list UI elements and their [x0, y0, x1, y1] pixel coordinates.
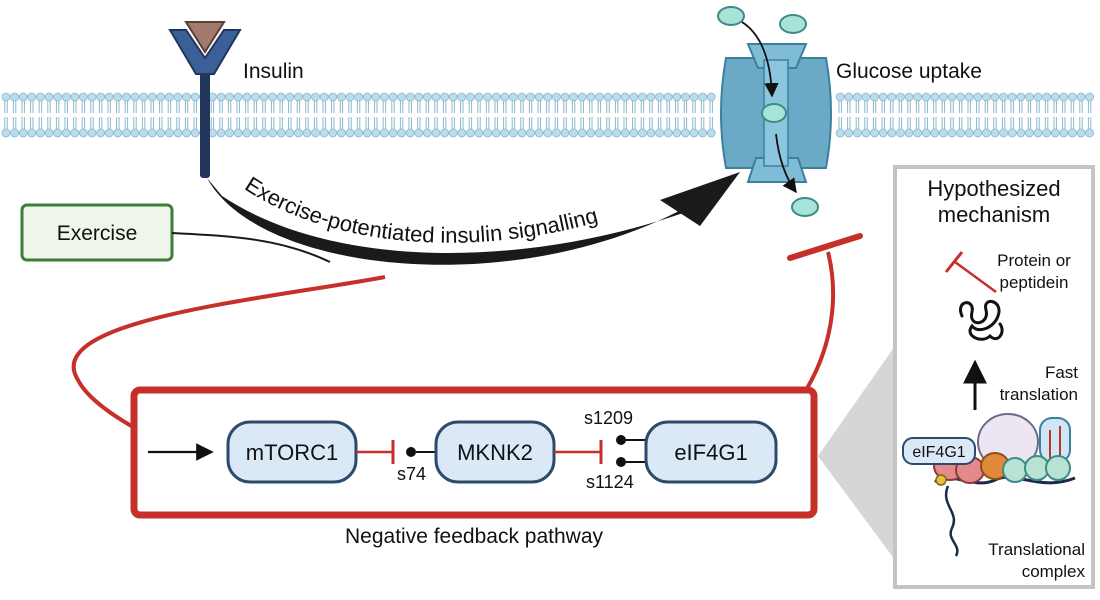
- protein-label-line2: peptidein: [999, 273, 1068, 292]
- complex-eif4g1-label: eIF4G1: [912, 444, 965, 461]
- glucose-icon: [761, 103, 787, 123]
- peptide-coil-icon: [959, 300, 1004, 341]
- mknk2-label: MKNK2: [457, 440, 533, 465]
- mechanism-title-line2: mechanism: [938, 202, 1050, 227]
- signalling-arrow-head: [660, 172, 740, 226]
- glucose-entry-arrow: [741, 21, 779, 98]
- feedback-loop-line: [71, 275, 386, 434]
- glucose-icon: [791, 197, 819, 217]
- s74-phospho-site: [406, 447, 416, 457]
- mechanism-title-line1: Hypothesized: [927, 176, 1060, 201]
- negative-feedback-label: Negative feedback pathway: [345, 525, 603, 548]
- translational-complex-icon: [902, 413, 1076, 557]
- mechanism-panel: [893, 165, 1095, 589]
- eif4g1-label: eIF4G1: [674, 440, 747, 465]
- exercise-box: [20, 203, 174, 262]
- glucose-icon: [717, 6, 745, 26]
- glucose-exit-arrow: [775, 133, 797, 194]
- peptide-inhibition-line: [954, 260, 997, 294]
- s1124-label: s1124: [586, 472, 634, 492]
- peptide-inhibition-bar: [944, 251, 964, 273]
- glucose-icon: [779, 14, 807, 34]
- glucose-uptake-label: Glucose uptake: [836, 60, 982, 83]
- zoom-wedge: [818, 346, 895, 560]
- glucose-inhibition-bar: [787, 233, 863, 261]
- s1124-phospho-site: [616, 457, 626, 467]
- mtorc1-label: mTORC1: [246, 440, 339, 465]
- complex-label-line1: Translational: [988, 540, 1085, 559]
- exercise-label: Exercise: [57, 222, 138, 245]
- fast-label-line2: translation: [1000, 385, 1078, 404]
- exercise-connector-line: [171, 232, 331, 263]
- protein-label-line1: Protein or: [997, 251, 1071, 270]
- fast-label-line1: Fast: [1045, 363, 1078, 382]
- complex-label-line2: complex: [1022, 562, 1086, 581]
- complex-eif4g1-badge: [902, 437, 976, 465]
- feedback-inhibition-line: [804, 251, 836, 392]
- glucose-molecules: [717, 6, 819, 217]
- s1209-phospho-site: [616, 435, 626, 445]
- insulin-receptor-icon: [168, 21, 242, 178]
- insulin-label: Insulin: [243, 60, 304, 83]
- signalling-arrow-body: [207, 178, 690, 265]
- s1209-label: s1209: [584, 408, 633, 428]
- glucose-transporter-icon: [720, 43, 832, 183]
- eif4g1-node: [644, 420, 778, 484]
- insulin-ligand-icon: [184, 21, 226, 54]
- s74-label: s74: [397, 464, 426, 484]
- cell-membrane: [1, 92, 1094, 138]
